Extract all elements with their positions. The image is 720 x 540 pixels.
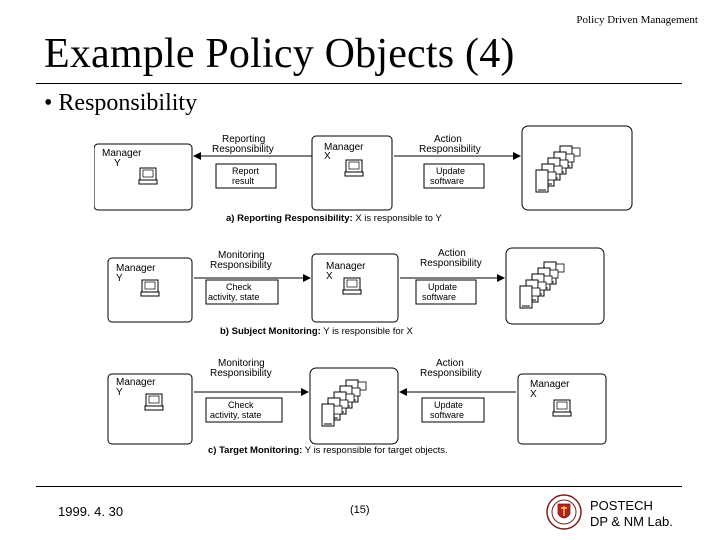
caption-c: c) Target Monitoring: Y is responsible f…: [208, 445, 448, 456]
monitoring-resp-label-2: Responsibility: [210, 368, 272, 379]
header-course-title: Policy Driven Management: [576, 14, 698, 26]
footer-rule: [36, 486, 682, 487]
action-resp-label-2: Responsibility: [420, 368, 482, 379]
manager-y-id: Y: [114, 158, 121, 169]
bullet-responsibility: • Responsibility: [44, 90, 197, 117]
update-software-2: software: [430, 410, 464, 420]
caption-a: a) Reporting Responsibility: X is respon…: [226, 213, 442, 224]
computer-icon: [139, 168, 157, 184]
manager-y-id: Y: [116, 273, 123, 284]
update-software-1: Update: [428, 282, 457, 292]
check-activity-2: activity, state: [210, 410, 261, 420]
manager-y-label: Manager: [102, 148, 142, 159]
action-resp-label-2: Responsibility: [420, 258, 482, 269]
page-number: (15): [350, 504, 370, 516]
update-software-1: Update: [436, 166, 465, 176]
manager-x-id: X: [324, 151, 331, 162]
slide-title: Example Policy Objects (4): [44, 30, 515, 78]
row-b-subject-monitoring: Manager Y Manager X Monitoring Responsib…: [108, 248, 604, 337]
update-software-2: software: [422, 292, 456, 302]
computer-icon: [553, 400, 571, 416]
responsibility-diagram: Manager Y Manager X Reporting Responsibi…: [94, 118, 642, 470]
report-result-2: result: [232, 176, 255, 186]
lab-line-2: DP & NM Lab.: [590, 514, 673, 530]
computer-icon: [343, 278, 361, 294]
manager-y-id: Y: [116, 387, 123, 398]
computer-icon: [141, 280, 159, 296]
computer-icon: [145, 394, 163, 410]
lab-line-1: POSTECH: [590, 498, 673, 514]
reporting-resp-label-2: Responsibility: [212, 144, 274, 155]
action-resp-label-2: Responsibility: [419, 144, 481, 155]
check-activity-2: activity, state: [208, 292, 259, 302]
row-c-target-monitoring: Manager Y Manager X Monitoring Responsib…: [108, 358, 606, 456]
manager-x-id: X: [530, 389, 537, 400]
postech-logo-icon: [546, 494, 582, 530]
computer-icon: [345, 160, 363, 176]
check-activity-1: Check: [226, 282, 252, 292]
target-objects-box: [522, 126, 632, 210]
manager-x-id: X: [326, 271, 333, 282]
update-software-1: Update: [434, 400, 463, 410]
row-a-reporting: Manager Y Manager X Reporting Responsibi…: [94, 126, 632, 224]
lab-name: POSTECH DP & NM Lab.: [590, 498, 673, 530]
title-rule: [36, 83, 682, 84]
check-activity-1: Check: [228, 400, 254, 410]
monitoring-resp-label-2: Responsibility: [210, 260, 272, 271]
update-software-2: software: [430, 176, 464, 186]
caption-b: b) Subject Monitoring: Y is responsible …: [220, 326, 414, 337]
report-result-1: Report: [232, 166, 260, 176]
footer-date: 1999. 4. 30: [58, 504, 123, 519]
